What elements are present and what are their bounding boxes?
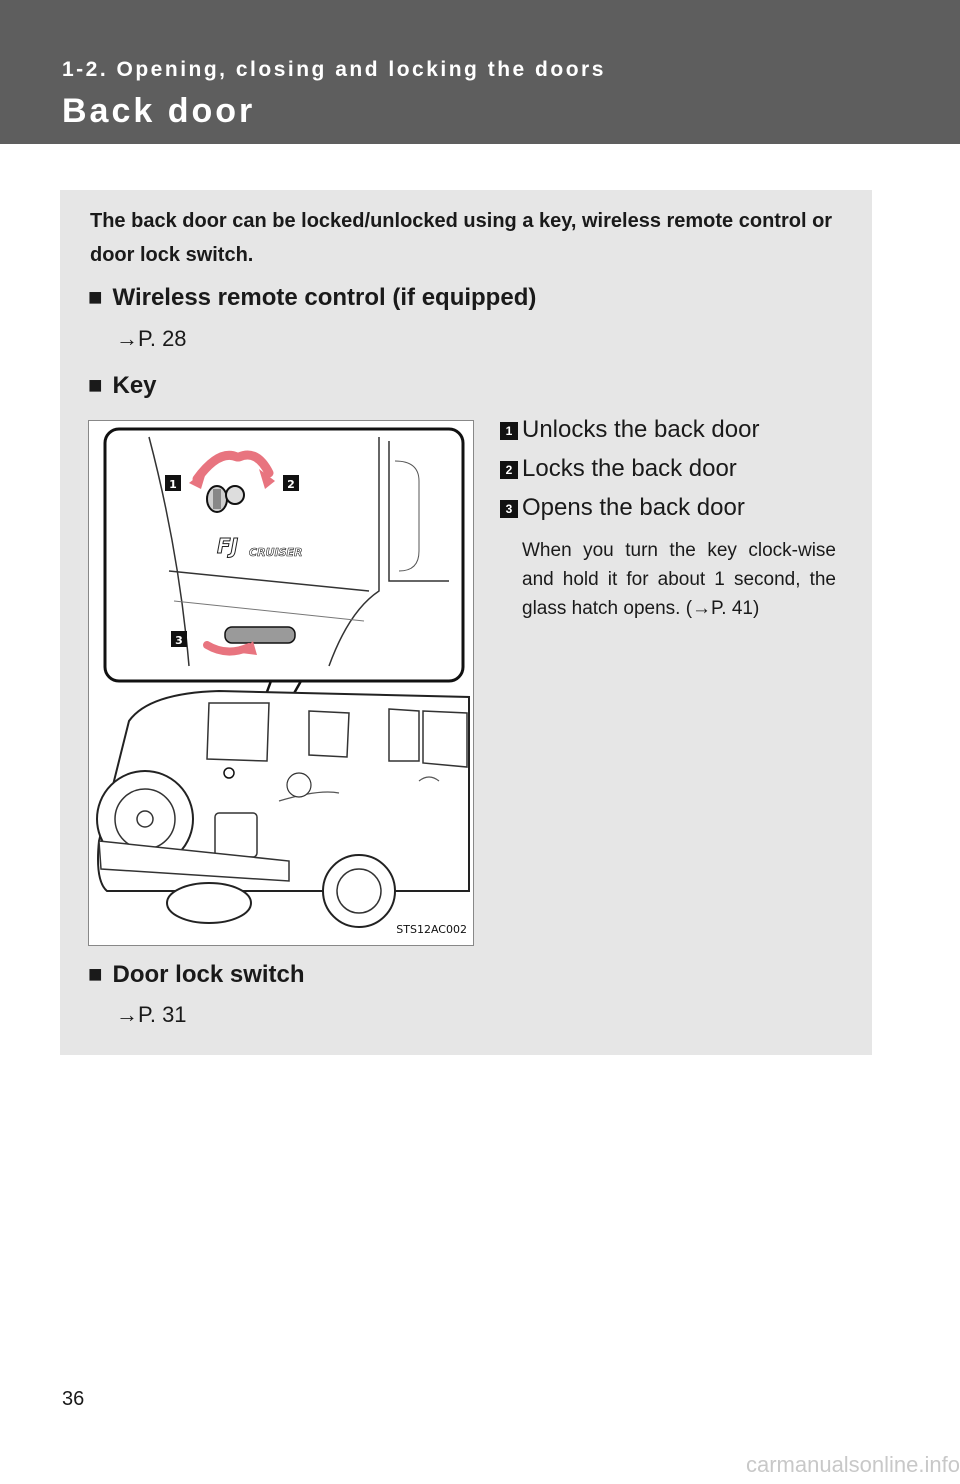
svg-text:3: 3 bbox=[175, 634, 183, 647]
page-reference-link[interactable]: →P. 28 bbox=[116, 326, 187, 351]
section-title: 1-2. Opening, closing and locking the do… bbox=[62, 58, 606, 81]
page-reference-link[interactable]: →P. 31 bbox=[116, 1002, 187, 1027]
back-door-illustration: FJ CRUISER 1 2 3 bbox=[88, 420, 474, 946]
legend-label: Opens the back door bbox=[522, 494, 745, 521]
svg-text:1: 1 bbox=[169, 478, 177, 491]
square-bullet-icon: ■ bbox=[88, 961, 103, 988]
illustration-code: STS12AC002 bbox=[396, 923, 467, 936]
heading-wireless-remote: ■ Wireless remote control (if equipped) bbox=[88, 284, 536, 312]
page-header: 1-2. Opening, closing and locking the do… bbox=[0, 0, 960, 144]
callout-3 bbox=[171, 631, 187, 647]
number-badge-icon: 3 bbox=[500, 500, 518, 518]
heading-label: Wireless remote control (if equipped) bbox=[112, 284, 537, 311]
heading-label: Key bbox=[112, 372, 157, 399]
page-number: 36 bbox=[62, 1388, 85, 1410]
vehicle-diagram: FJ CRUISER 1 2 3 bbox=[96, 427, 470, 936]
number-badge-icon: 2 bbox=[500, 461, 518, 479]
watermark: carmanualsonline.info bbox=[745, 1452, 960, 1477]
glass-hatch-note: When you turn the key clock-wise and hol… bbox=[522, 540, 836, 619]
callout-2 bbox=[283, 475, 299, 491]
page-title: Back door bbox=[62, 92, 256, 130]
legend-label: Unlocks the back door bbox=[522, 416, 760, 443]
intro-text: The back door can be locked/unlocked usi… bbox=[90, 210, 833, 266]
square-bullet-icon: ■ bbox=[88, 372, 103, 399]
square-bullet-icon: ■ bbox=[88, 284, 103, 311]
heading-door-lock-switch: ■ Door lock switch bbox=[88, 961, 305, 989]
svg-text:2: 2 bbox=[287, 478, 295, 491]
badge-text: FJ bbox=[217, 534, 239, 558]
heading-label: Door lock switch bbox=[112, 961, 305, 988]
heading-key: ■ Key bbox=[88, 372, 157, 400]
number-badge-icon: 1 bbox=[500, 422, 518, 440]
callout-1 bbox=[165, 475, 181, 491]
svg-text:CRUISER: CRUISER bbox=[249, 546, 302, 559]
legend-label: Locks the back door bbox=[522, 455, 737, 482]
